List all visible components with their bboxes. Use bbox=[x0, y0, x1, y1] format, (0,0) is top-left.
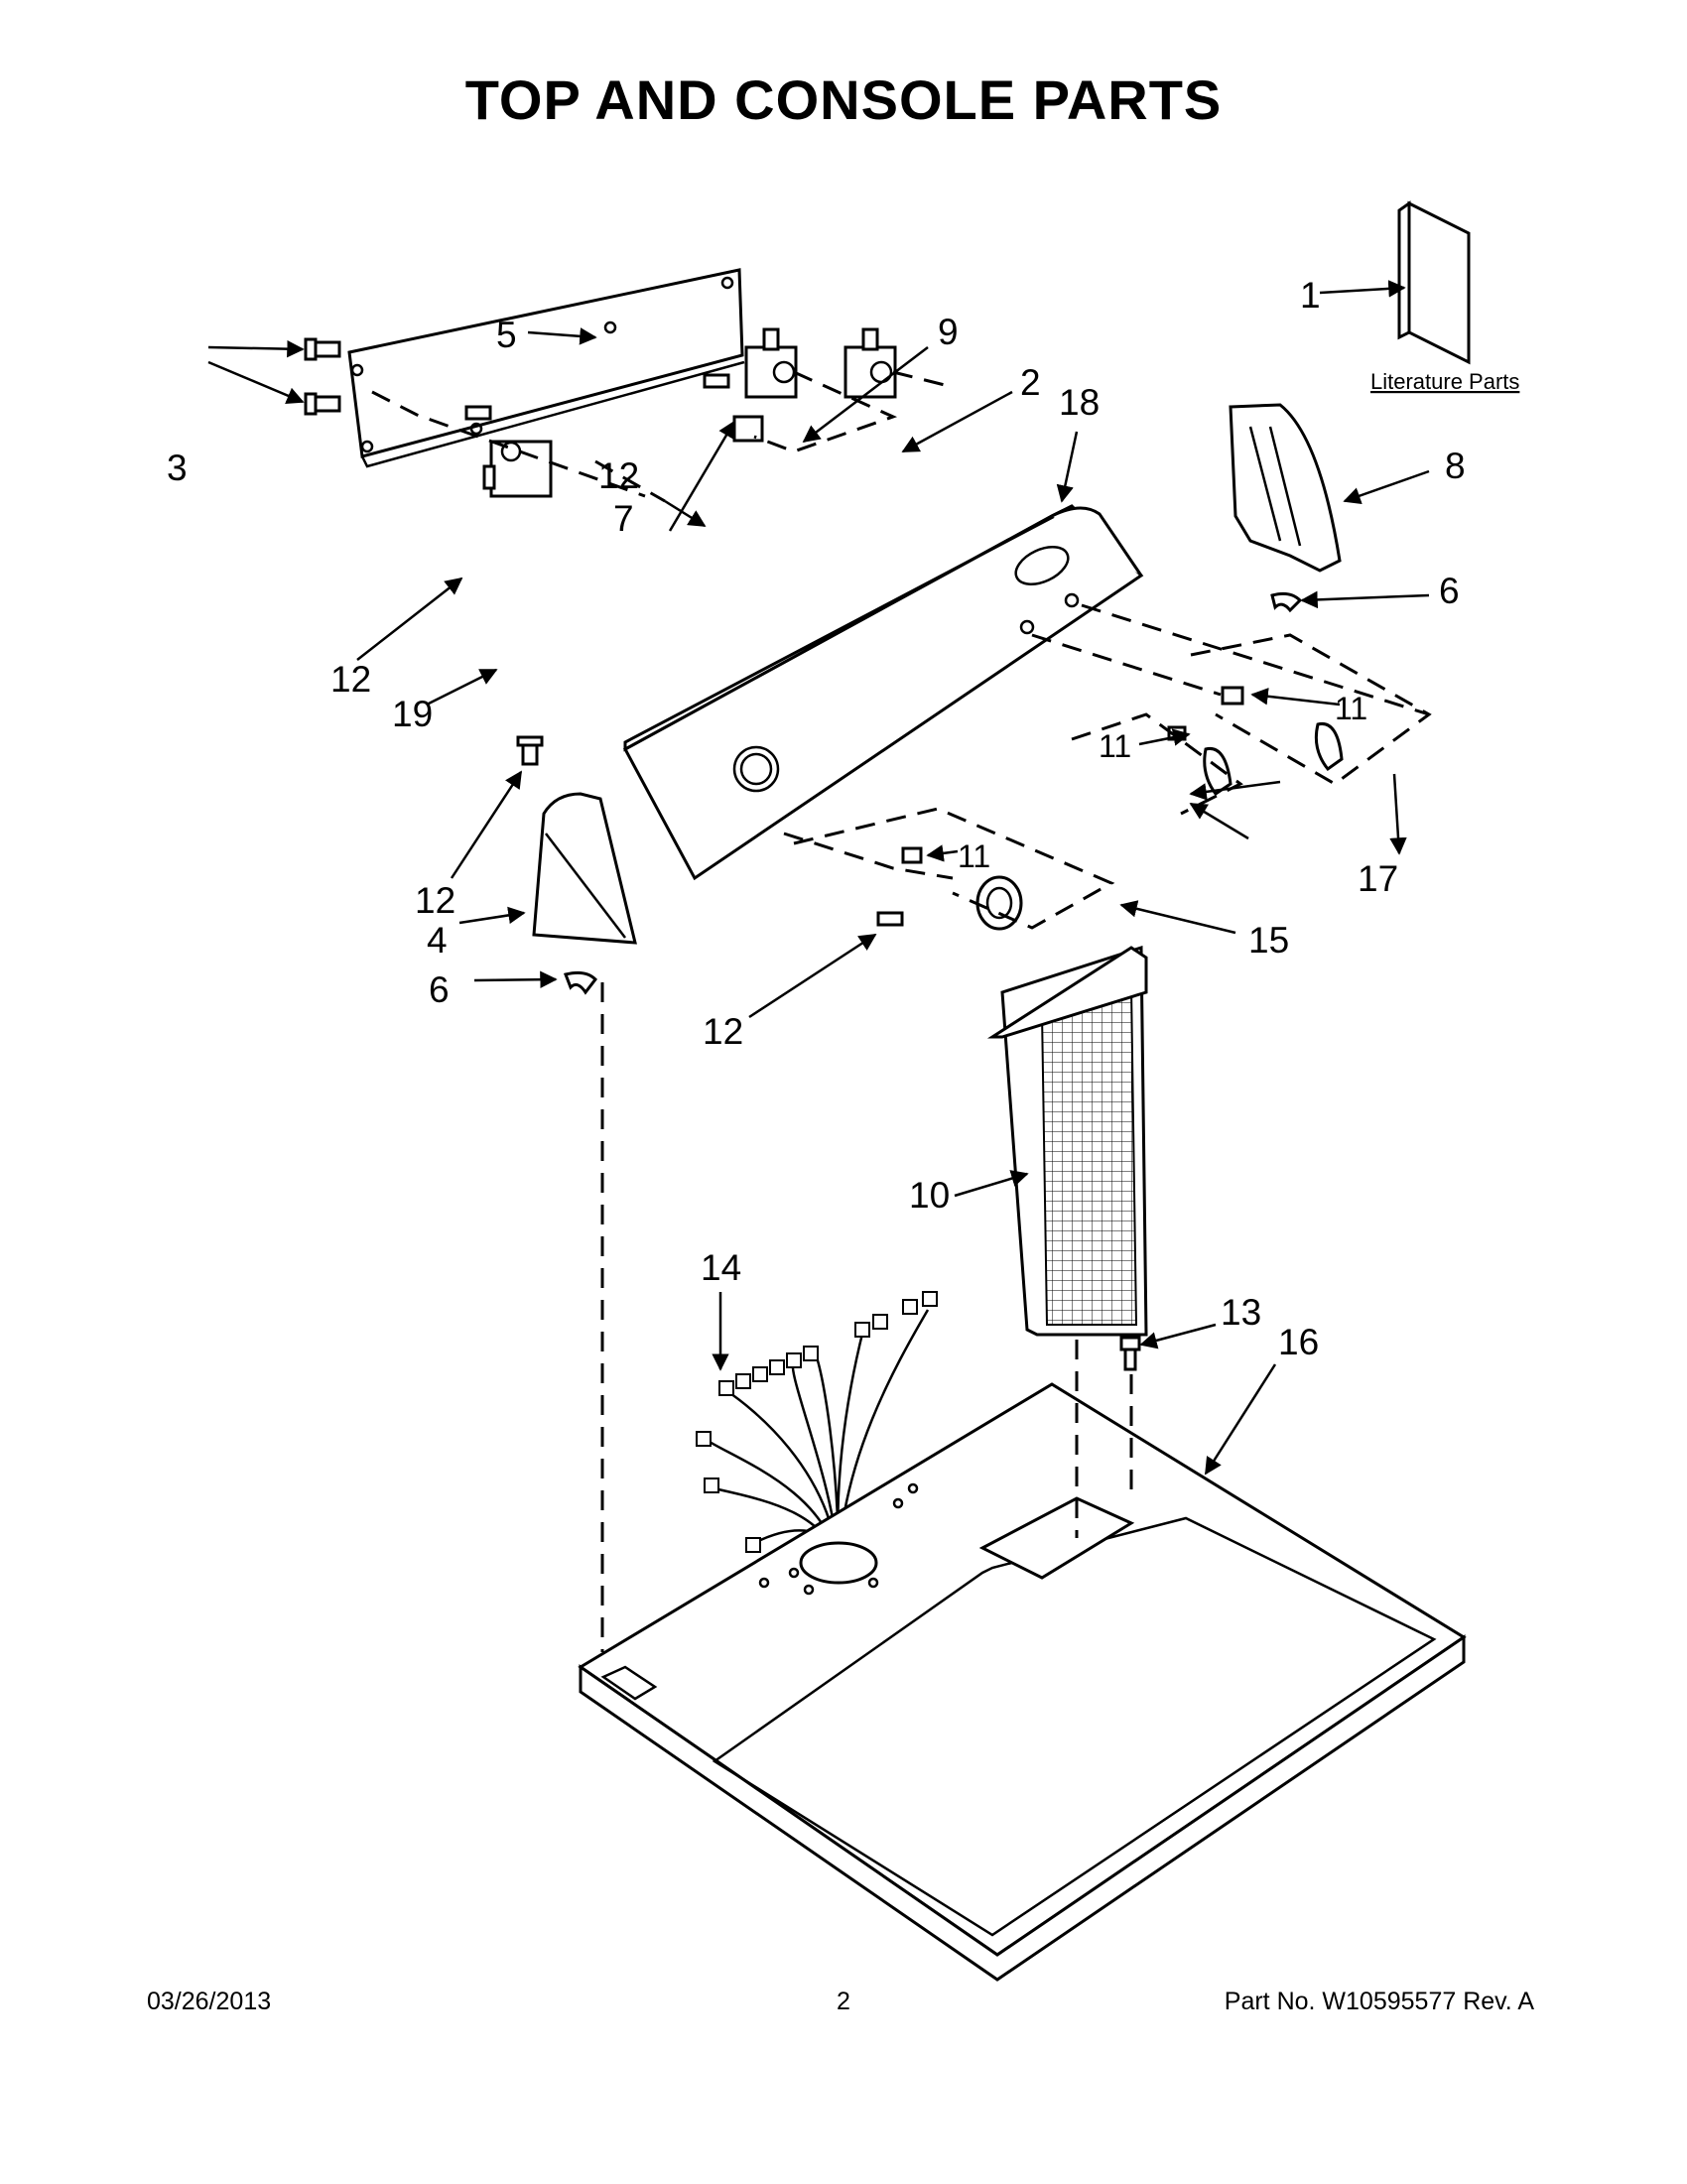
clip-part-6-left bbox=[563, 970, 597, 995]
callout-6-left: 6 bbox=[429, 969, 450, 1010]
callout-3: 3 bbox=[167, 448, 188, 488]
callout-18: 18 bbox=[1059, 382, 1100, 423]
footer-part-number: Part No. W10595577 Rev. A bbox=[1224, 1988, 1534, 2015]
spring-part-11-c bbox=[901, 846, 923, 864]
callout-11-lower: 11 bbox=[958, 838, 990, 874]
console-panel bbox=[622, 504, 1144, 881]
callout-19: 19 bbox=[392, 694, 433, 734]
console-rear-panel bbox=[347, 268, 745, 468]
callout-7: 7 bbox=[613, 498, 634, 539]
callout-16: 16 bbox=[1278, 1322, 1319, 1362]
screw-part-3-upper bbox=[304, 337, 341, 361]
screw-part-13 bbox=[1119, 1336, 1141, 1371]
end-cap-left bbox=[532, 792, 637, 945]
callout-13: 13 bbox=[1221, 1292, 1261, 1333]
callout-12-console: 12 bbox=[703, 1011, 743, 1052]
spring-part-11-a bbox=[1221, 686, 1244, 706]
timer-part-19 bbox=[482, 440, 553, 498]
callout-12-switch: 12 bbox=[598, 455, 639, 496]
callout-9: 9 bbox=[938, 312, 959, 352]
screw-part-12-console bbox=[876, 911, 904, 927]
switch-part-9 bbox=[744, 327, 798, 399]
footer-page-number: 2 bbox=[837, 1988, 850, 2015]
screw-part-12-timer bbox=[464, 405, 492, 421]
literature-parts-label: Literature Parts bbox=[1370, 369, 1519, 394]
callout-17: 17 bbox=[1358, 858, 1398, 899]
screw-part-3-lower bbox=[304, 392, 341, 416]
callout-11-middle: 11 bbox=[1099, 728, 1131, 764]
assembly-lines bbox=[371, 370, 1432, 1652]
callout-12-timer: 12 bbox=[330, 659, 371, 700]
knob-part-17-right bbox=[1314, 721, 1344, 772]
switch-part-2 bbox=[844, 327, 897, 399]
callout-6-right: 6 bbox=[1439, 571, 1460, 611]
callout-5: 5 bbox=[496, 315, 517, 355]
callout-1: 1 bbox=[1300, 275, 1321, 316]
end-cap-right bbox=[1229, 403, 1342, 573]
callout-8: 8 bbox=[1445, 446, 1466, 486]
clip-part-7 bbox=[732, 415, 764, 443]
top-panel bbox=[578, 1382, 1467, 1982]
callout-14: 14 bbox=[701, 1247, 741, 1288]
wire-harness bbox=[696, 1291, 938, 1564]
callout-4: 4 bbox=[427, 920, 448, 961]
leader-arrows bbox=[207, 280, 1430, 1476]
callout-11-right: 11 bbox=[1335, 691, 1367, 726]
page-title: TOP AND CONSOLE PARTS bbox=[464, 68, 1223, 131]
lint-screen bbox=[986, 945, 1148, 1337]
callout-10: 10 bbox=[909, 1175, 950, 1216]
clip-part-6-right bbox=[1270, 591, 1303, 613]
callout-12-endcap: 12 bbox=[415, 880, 455, 921]
literature-booklet bbox=[1397, 200, 1471, 365]
knob-part-17-left bbox=[1203, 746, 1233, 797]
screw-part-12-upper bbox=[703, 373, 730, 389]
callout-15: 15 bbox=[1248, 920, 1289, 961]
footer-date: 03/26/2013 bbox=[147, 1988, 272, 2015]
screw-part-12-endcap bbox=[516, 735, 544, 766]
callout-2: 2 bbox=[1020, 362, 1041, 403]
